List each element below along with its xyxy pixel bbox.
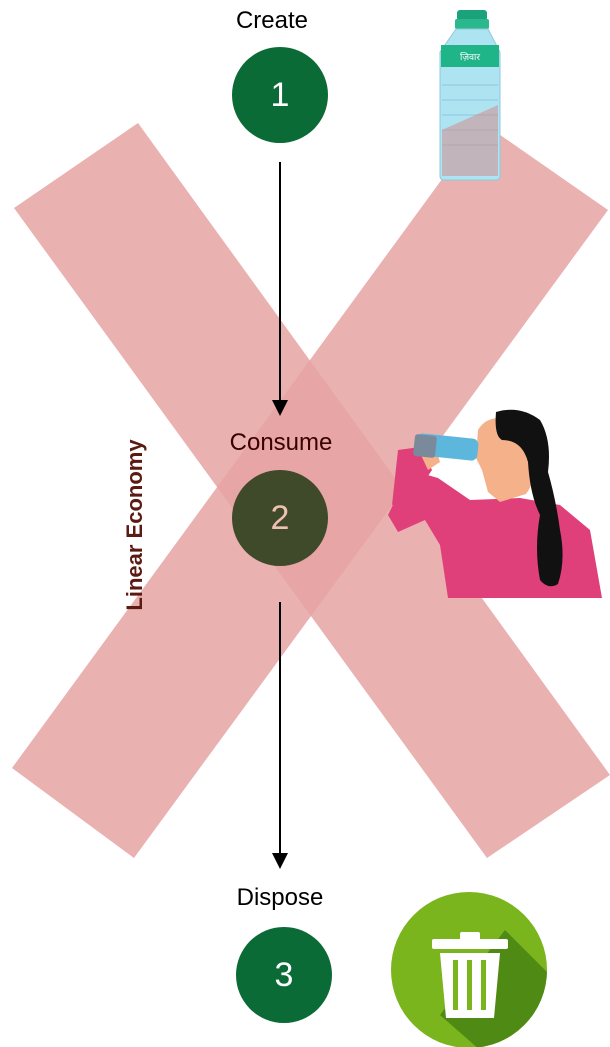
step-consume-label: Consume [230, 429, 333, 457]
step-1-number: 1 [271, 76, 290, 115]
step-3-circle: 3 [236, 927, 332, 1023]
step-2-circle: 2 [232, 470, 328, 566]
step-dispose-label: Dispose [237, 884, 324, 912]
step-1-circle: 1 [232, 47, 328, 143]
step-create-label: Create [236, 7, 308, 35]
step-3-number: 3 [275, 956, 294, 995]
linear-economy-label: Linear Economy [122, 439, 148, 610]
step-2-number: 2 [271, 499, 290, 538]
